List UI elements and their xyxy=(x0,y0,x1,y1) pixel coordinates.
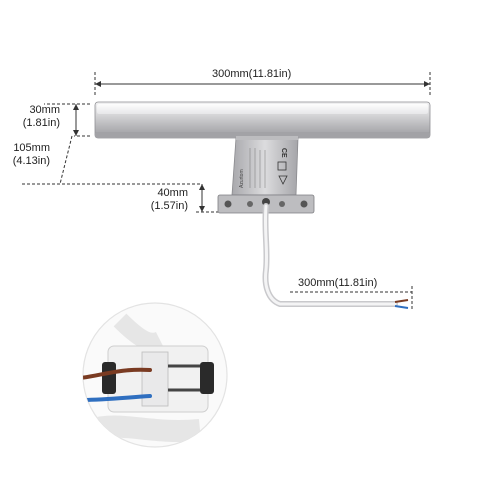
bar-height-in-label: (1.81in) xyxy=(22,117,60,129)
terminal-clamp-left xyxy=(102,362,116,394)
ce-mark: CE xyxy=(280,148,287,158)
cable-length-label: 300mm(11.81in) xyxy=(298,277,378,289)
mounting-neck: Azurtom CE xyxy=(231,136,299,196)
height-dimensions xyxy=(22,103,200,185)
power-cable xyxy=(262,203,409,309)
screw-hole-icon xyxy=(224,200,232,208)
bracket-depth-in-label: (1.57in) xyxy=(150,200,188,212)
bracket-depth-mm-label: 40mm xyxy=(157,187,188,199)
width-label: 300mm(11.81in) xyxy=(212,68,292,80)
bracket-depth-dimension xyxy=(196,184,222,213)
total-height-in-label: (4.13in) xyxy=(12,155,50,167)
total-height-mm-label: 105mm xyxy=(13,142,50,154)
cable-length-dimension xyxy=(290,286,413,310)
spec-label: Azurtom xyxy=(239,148,266,188)
certification-marks: CE xyxy=(277,148,288,185)
connector-callout xyxy=(82,302,228,448)
bar-height-mm-label: 30mm xyxy=(29,104,60,116)
width-dimension xyxy=(94,72,431,96)
screw-hole-icon xyxy=(300,200,308,208)
light-bar xyxy=(94,101,431,139)
brand-text: Azurtom xyxy=(239,169,245,188)
terminal-clamp-right xyxy=(200,362,214,394)
